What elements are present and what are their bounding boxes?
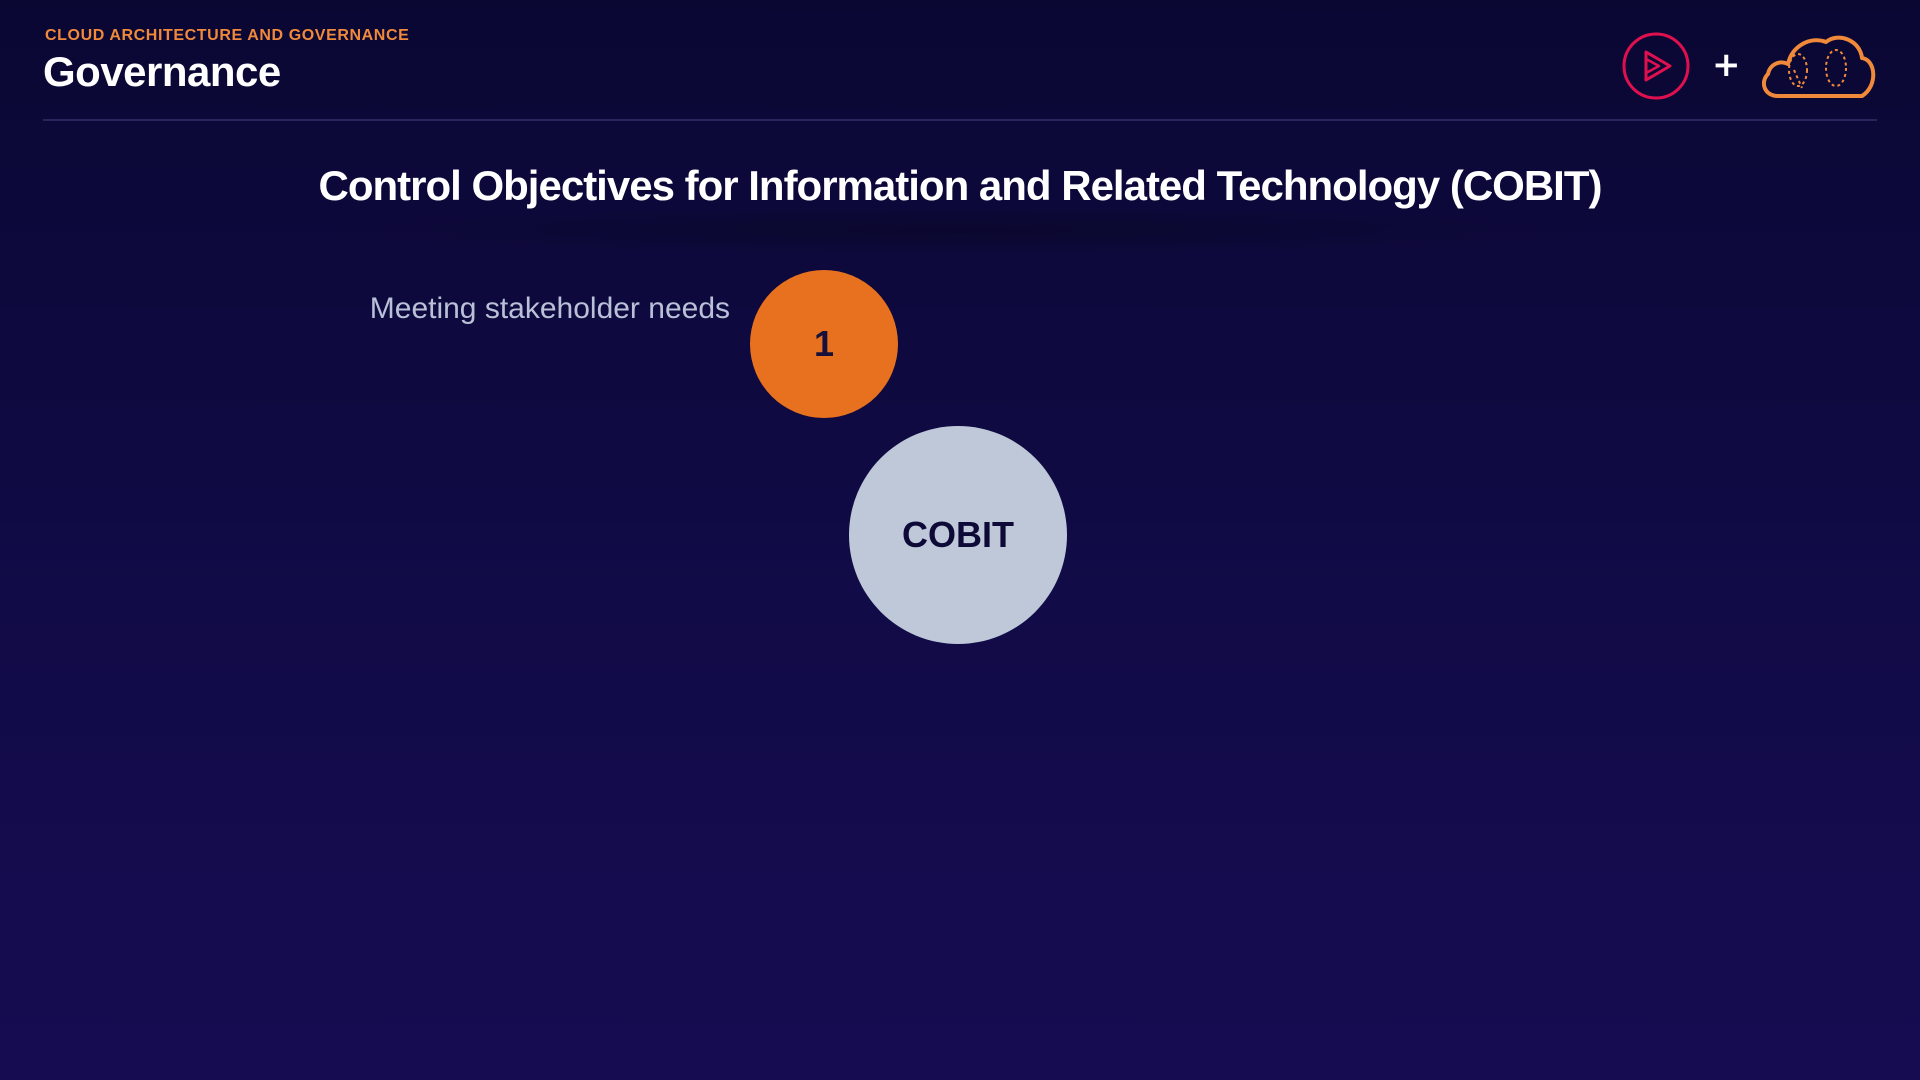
cobit-center-circle: COBIT — [849, 426, 1067, 644]
course-kicker: CLOUD ARCHITECTURE AND GOVERNANCE — [45, 27, 410, 44]
play-logo-icon — [1622, 32, 1690, 100]
header-divider — [43, 119, 1877, 121]
slide-heading: Control Objectives for Information and R… — [318, 162, 1603, 209]
item-number-circle-1: 1 — [750, 270, 898, 418]
item-label-1: Meeting stakeholder needs — [369, 292, 730, 325]
plus-icon: + — [1712, 45, 1741, 85]
page-title: Governance — [43, 48, 281, 95]
heading-shadow — [300, 205, 1620, 255]
cloud-logo-icon — [1761, 35, 1876, 98]
